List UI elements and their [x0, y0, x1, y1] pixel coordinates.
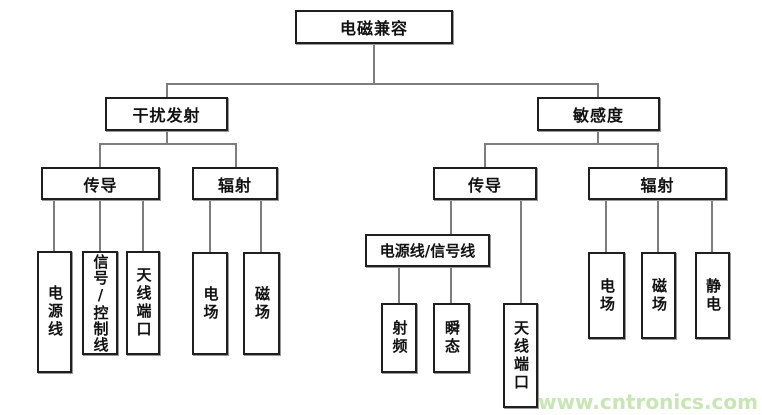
connector-line: [99, 143, 101, 167]
connector-line: [53, 200, 55, 251]
connector-line: [657, 200, 659, 252]
node-label: 电场: [201, 285, 220, 322]
node-label: 传导: [83, 175, 118, 195]
node-electric-field-susceptibility: 电场: [588, 252, 625, 339]
connector-line: [605, 200, 607, 252]
node-label: 静电: [704, 277, 722, 314]
connector-line: [260, 200, 262, 252]
connector-line: [142, 200, 144, 251]
node-emission-conducted: 传导: [41, 167, 160, 200]
connector-line: [398, 267, 400, 303]
node-transient: 瞬态: [433, 303, 470, 373]
site-watermark: www.cntronics.com: [538, 390, 758, 414]
node-label: 天线端口: [512, 319, 530, 392]
connector-line: [484, 143, 659, 145]
node-label: 辐射: [640, 175, 675, 195]
node-label: 天线端口: [134, 267, 153, 339]
connector-line: [450, 200, 452, 234]
node-label: 瞬态: [443, 320, 461, 356]
node-label: 辐射: [217, 175, 252, 195]
connector-line: [597, 131, 599, 143]
node-label: 电源线/信号线: [379, 242, 476, 260]
node-label: 电场: [598, 277, 616, 314]
node-label: 敏感度: [572, 106, 624, 125]
connector-line: [99, 200, 101, 251]
node-susceptibility-conducted: 传导: [433, 167, 537, 200]
node-magnetic-field-emission: 磁场: [243, 252, 280, 355]
node-rf: 射频: [381, 303, 417, 373]
node-power-line: 电源线: [37, 251, 72, 373]
node-label: 磁场: [650, 277, 668, 314]
connector-line: [520, 200, 522, 303]
connector-line: [711, 200, 713, 252]
node-magnetic-field-susceptibility: 磁场: [641, 252, 676, 339]
node-label: 信号/控制线: [91, 253, 110, 353]
connector-line: [209, 200, 211, 252]
node-susceptibility-radiated: 辐射: [588, 167, 727, 200]
node-label: 电磁兼容: [339, 19, 408, 38]
node-antenna-port-emission: 天线端口: [126, 251, 160, 355]
node-emission-radiated: 辐射: [192, 167, 278, 200]
connector-line: [450, 267, 452, 303]
node-antenna-port-susceptibility: 天线端口: [503, 303, 538, 408]
connector-line: [166, 131, 168, 143]
node-emc-root: 电磁兼容: [295, 10, 453, 44]
connector-line: [235, 143, 237, 167]
connector-line: [657, 143, 659, 167]
node-label: 射频: [390, 320, 409, 356]
connector-line: [484, 143, 486, 167]
connector-line: [166, 83, 168, 97]
connector-line: [597, 83, 599, 97]
node-label: 磁场: [253, 285, 271, 322]
node-esd: 静电: [695, 252, 730, 339]
node-label: 传导: [467, 175, 502, 195]
node-label: 干扰发射: [132, 106, 201, 125]
node-electric-field-emission: 电场: [192, 252, 228, 355]
connector-line: [99, 143, 237, 145]
node-signal-control-line: 信号/控制线: [82, 251, 118, 355]
node-power-signal-line: 电源线/信号线: [365, 234, 490, 267]
node-susceptibility: 敏感度: [537, 97, 660, 131]
node-label: 电源线: [46, 285, 64, 339]
connector-line: [166, 83, 599, 85]
connector-line: [373, 44, 375, 84]
node-interference-emission: 干扰发射: [105, 97, 228, 131]
